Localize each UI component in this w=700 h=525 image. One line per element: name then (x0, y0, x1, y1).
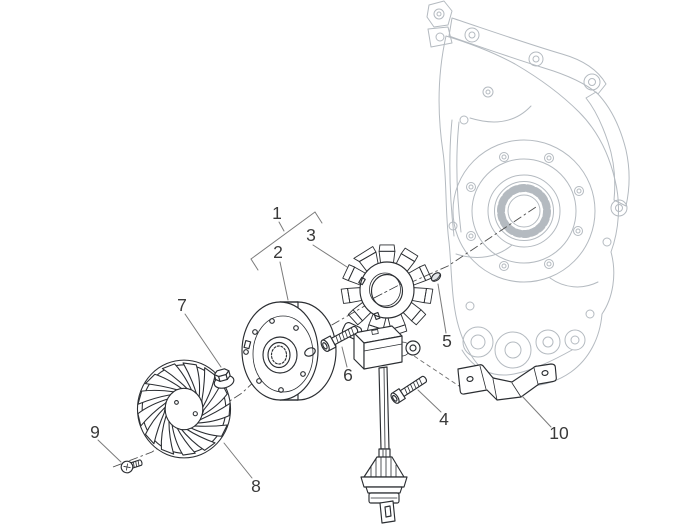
callout-label-1: 1 (272, 203, 282, 223)
callout-9: 9 (90, 422, 122, 463)
callouts: 1 2 3 4 5 6 7 8 (90, 203, 569, 496)
support-bracket (457, 363, 557, 401)
pickup-ear (405, 340, 421, 356)
callout-label-4: 4 (439, 409, 449, 429)
fan-hub-hole (192, 411, 198, 417)
callout-label-9: 9 (90, 422, 100, 442)
rotor-slot (304, 347, 316, 357)
callout-5: 5 (437, 283, 452, 351)
screw-6 (320, 325, 359, 352)
pickup-coil-box (353, 325, 421, 370)
callout-label-2: 2 (273, 242, 283, 262)
callout-8: 8 (223, 442, 261, 496)
rotor-spline (270, 345, 288, 365)
rotor-hole (252, 329, 258, 335)
callout-4: 4 (417, 389, 449, 429)
rotor-hole (269, 318, 275, 324)
callout-2: 2 (273, 242, 289, 301)
screw-4 (390, 375, 428, 404)
rotor-hole (243, 349, 249, 355)
bracket-hole-left (466, 375, 474, 383)
crank-bore (507, 194, 541, 228)
fan-blades (137, 362, 231, 456)
crankcase-backdrop-drawing (426, 0, 630, 387)
flywheel-rotor (241, 301, 337, 401)
callout-3: 3 (306, 225, 348, 268)
connector-tab (379, 500, 396, 524)
mount-strut (585, 91, 630, 207)
bracket-hole-right (541, 369, 549, 377)
callout-label-6: 6 (343, 365, 353, 385)
callout-label-8: 8 (251, 476, 261, 496)
wire-harness (360, 366, 408, 524)
callout-6: 6 (341, 346, 353, 385)
rotor-hole (300, 371, 306, 377)
callout-1: 1 (250, 203, 323, 271)
callout-7: 7 (177, 295, 222, 368)
flanged-nut (213, 368, 235, 389)
fan-hub-hole (174, 399, 179, 405)
dowel-pin (430, 272, 442, 282)
stator-slot (358, 276, 366, 286)
rotor-hole (256, 378, 262, 384)
rotor-notch (243, 340, 252, 350)
stator (340, 244, 434, 340)
callout-10: 10 (521, 395, 569, 443)
screw-9 (120, 459, 143, 474)
engine-mount-arm (448, 17, 607, 95)
callout-label-5: 5 (442, 331, 452, 351)
crankcase-outline (438, 35, 619, 387)
rotor-hole (293, 325, 299, 331)
cooling-fan (136, 359, 232, 459)
fan-hub-disc (164, 387, 204, 431)
harness-connector (360, 448, 408, 524)
rotor-hub-ring (262, 336, 298, 374)
mounting-projection-line (407, 351, 463, 389)
callout-label-7: 7 (177, 295, 187, 315)
callout-label-3: 3 (306, 225, 316, 245)
rotor-hole (278, 387, 284, 393)
callout-label-10: 10 (549, 423, 569, 443)
stator-slot (373, 311, 381, 321)
